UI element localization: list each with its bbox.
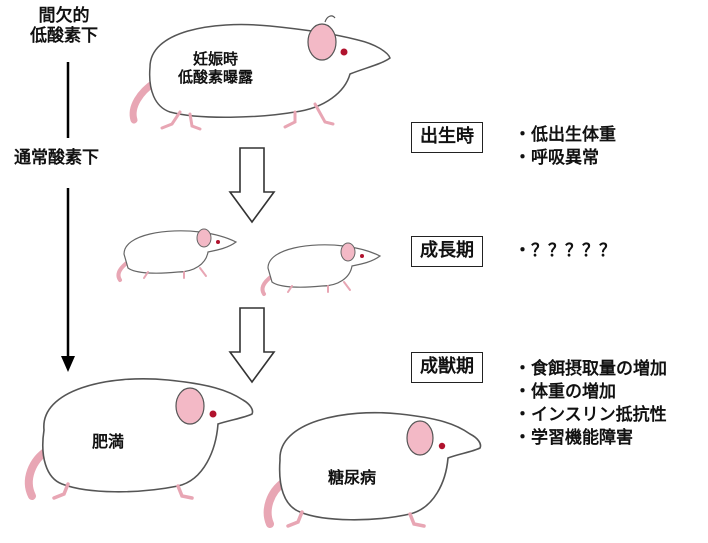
young-rat-illustration-1	[116, 228, 238, 282]
intermittent-hypoxia-line1: 間欠的	[38, 6, 90, 26]
finding-item: ・インスリン抵抗性	[514, 404, 667, 425]
pregnant-rat-label-line2: 低酸素曝露	[178, 68, 254, 86]
stage-box-birth: 出生時	[411, 122, 483, 153]
diabetes-label: 糖尿病	[328, 468, 377, 487]
intermittent-hypoxia-line2: 低酸素下	[30, 26, 98, 47]
time-axis-arrow	[61, 62, 75, 372]
finding-item: ・低出生体重	[514, 125, 616, 145]
finding-item: ・？？？？？	[514, 241, 616, 261]
finding-item: ・学習機能障害	[514, 427, 633, 448]
young-rat-illustration-2	[260, 242, 382, 296]
obese-rat-illustration	[24, 377, 254, 500]
down-arrow-1	[228, 147, 276, 224]
pregnant-rat-label: 妊娠時 低酸素曝露	[178, 50, 253, 86]
finding-item: ・体重の増加	[514, 381, 616, 402]
stage-growth-findings: ・？？？？？	[514, 240, 616, 263]
stage-adult-findings: ・食餌摂取量の増加 ・体重の増加 ・インスリン抵抗性 ・学習機能障害	[514, 358, 667, 450]
stage-birth-findings: ・低出生体重 ・呼吸異常	[514, 124, 616, 170]
diabetic-rat-illustration	[263, 411, 482, 528]
pregnant-rat-label-line1: 妊娠時	[193, 50, 239, 68]
down-arrow-2	[228, 307, 276, 384]
finding-item: ・呼吸異常	[514, 147, 599, 168]
normoxia-label: 通常酸素下	[14, 148, 99, 168]
finding-item: ・食餌摂取量の増加	[514, 359, 667, 379]
stage-box-adult: 成獣期	[411, 352, 483, 383]
intermittent-hypoxia-label: 間欠的 低酸素下	[30, 6, 98, 47]
pregnant-rat-illustration	[129, 15, 391, 131]
obesity-label: 肥満	[92, 432, 125, 451]
stage-box-growth: 成長期	[411, 236, 483, 267]
